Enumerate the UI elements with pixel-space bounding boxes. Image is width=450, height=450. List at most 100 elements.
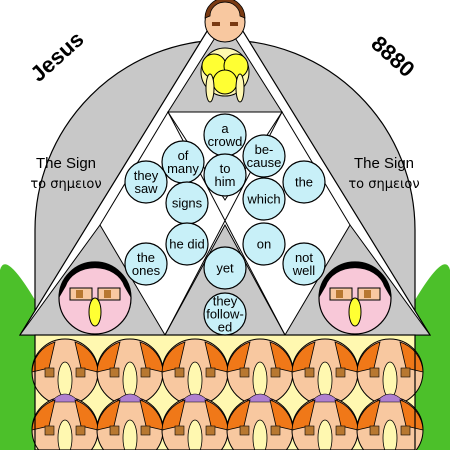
mosaic-orange-petal [226, 341, 251, 373]
mosaic-square [75, 425, 86, 436]
left-portrait-icon [58, 261, 132, 335]
bubble-word: well [292, 263, 316, 278]
mosaic-orange-petal [31, 399, 56, 431]
mosaic-orange-petal [161, 341, 186, 373]
word-bubble: on [242, 222, 286, 266]
mosaic-lens [122, 419, 138, 450]
bubble-word: they [213, 294, 238, 309]
bubble-word: be- [255, 142, 274, 157]
bubble-circle [282, 160, 326, 204]
bubble-circle [165, 222, 209, 266]
bubble-word: him [215, 174, 236, 189]
bubble-circle [203, 153, 247, 197]
word-bubble: the [282, 160, 326, 204]
mosaic-square [44, 367, 55, 378]
mosaic-square [304, 425, 315, 436]
mosaic-square [304, 367, 315, 378]
mosaic-square [205, 425, 216, 436]
mosaic-lens [252, 361, 268, 399]
word-bubble: signs [165, 181, 209, 225]
bubble-word: not [295, 250, 313, 265]
mosaic-lens [57, 361, 73, 399]
mosaic-square [239, 425, 250, 436]
bubble-circle [242, 177, 286, 221]
mosaic-square [109, 425, 120, 436]
mosaic-square [400, 425, 411, 436]
bubble-word: he did [169, 237, 204, 252]
bubble-word: which [246, 192, 280, 207]
word-bubble: which [242, 177, 286, 221]
mosaic-lens [317, 361, 333, 399]
mosaic-square [140, 425, 151, 436]
mosaic-lens [187, 361, 203, 399]
bubble-word: they [134, 168, 159, 183]
mosaic-square [239, 367, 250, 378]
bubble-word: crowd [208, 134, 243, 149]
mosaic-orange-petal [399, 341, 424, 373]
mosaic-lens [382, 419, 398, 450]
bubble-circle [242, 134, 286, 178]
mosaic-square [369, 425, 380, 436]
mosaic-square [174, 367, 185, 378]
bubble-word: ed [218, 320, 232, 335]
word-bubble: be-cause [242, 134, 286, 178]
bubble-word: yet [216, 261, 234, 276]
mosaic-orange-petal [96, 399, 121, 431]
mosaic-square [335, 425, 346, 436]
mosaic-square [75, 367, 86, 378]
mosaic-square [205, 367, 216, 378]
bubble-word: many [167, 161, 199, 176]
mosaic-lens [57, 419, 73, 450]
grass-left [0, 264, 35, 450]
mosaic-square [174, 425, 185, 436]
bubble-word: saw [134, 181, 158, 196]
bubble-word: follow- [206, 307, 244, 322]
bubble-circle [282, 242, 326, 286]
bubble-circle [203, 292, 247, 336]
bubble-word: the [137, 250, 155, 265]
bubble-word: signs [172, 196, 203, 211]
bubble-word: the [295, 175, 313, 190]
mosaic-orange-petal [161, 399, 186, 431]
right-sign-title: The Sign [354, 155, 414, 172]
mosaic-square [270, 425, 281, 436]
bubble-circle [124, 242, 168, 286]
right-portrait-icon [318, 261, 392, 335]
bubble-circle [124, 160, 168, 204]
bubble-circle [242, 222, 286, 266]
mosaic-square [140, 367, 151, 378]
mosaic-orange-petal [356, 399, 381, 431]
bottom-mosaic [31, 334, 424, 450]
bubble-word: to [220, 161, 231, 176]
mosaic-square [400, 367, 411, 378]
bubble-word: a [221, 121, 229, 136]
word-bubble: yet [203, 246, 247, 290]
left-sign-title: The Sign [36, 155, 96, 172]
bubble-circle [203, 246, 247, 290]
mosaic-square [270, 367, 281, 378]
bubble-word: ones [132, 263, 161, 278]
mosaic-lens [252, 419, 268, 450]
right-sign-greek: το σημειον [348, 177, 419, 192]
mosaic-orange-petal [399, 399, 424, 431]
mosaic-square [335, 367, 346, 378]
top-flower-icon [200, 47, 250, 103]
mosaic-orange-petal [291, 341, 316, 373]
grass-right [415, 264, 450, 450]
mosaic-square [44, 425, 55, 436]
mosaic-orange-petal [96, 341, 121, 373]
bubble-word: of [178, 148, 189, 163]
mosaic-lens [382, 361, 398, 399]
bubble-word: cause [247, 155, 282, 170]
mosaic-orange-petal [31, 341, 56, 373]
mosaic-orange-petal [291, 399, 316, 431]
